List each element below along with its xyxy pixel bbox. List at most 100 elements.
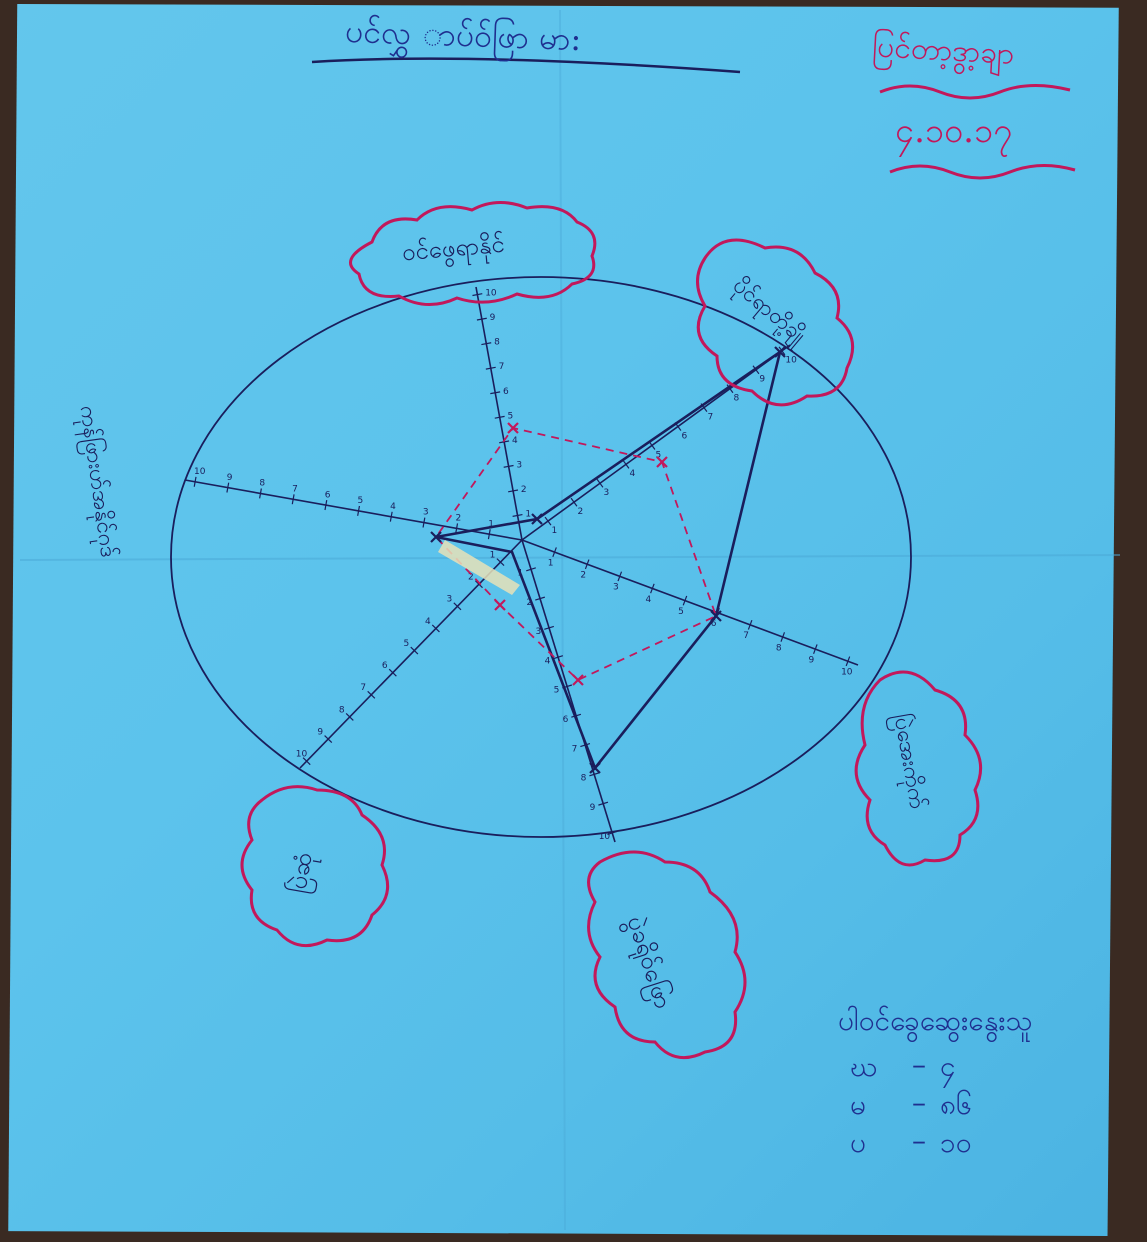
tick-mark xyxy=(552,547,557,558)
tick-label: 9 xyxy=(759,375,765,385)
tick-label: 4 xyxy=(629,469,635,479)
tick-label: 3 xyxy=(516,460,522,470)
tick-mark xyxy=(481,342,492,346)
tick-mark xyxy=(726,384,734,394)
place-underline xyxy=(879,83,1071,100)
tick-mark xyxy=(544,516,552,526)
marker xyxy=(507,422,519,434)
tick-mark xyxy=(682,595,688,606)
legend-value: ၄ xyxy=(940,1050,956,1083)
tick-mark xyxy=(474,580,483,589)
tick-label: 1 xyxy=(551,526,557,536)
tick-label: 8 xyxy=(339,705,345,715)
legend-code: ပ xyxy=(850,1126,866,1159)
tick-mark xyxy=(389,511,393,522)
fold-line xyxy=(559,9,566,1231)
tick-label: 6 xyxy=(325,490,331,500)
tick-label: 4 xyxy=(512,436,518,446)
tick-mark xyxy=(584,559,590,570)
tick-label: 1 xyxy=(548,558,554,568)
tick-mark xyxy=(226,482,230,493)
tick-label: 5 xyxy=(357,496,363,506)
tick-mark xyxy=(596,478,604,488)
tick-mark xyxy=(324,735,333,743)
tick-mark xyxy=(780,632,786,642)
tick-mark xyxy=(193,476,197,487)
tick-label: 5 xyxy=(554,686,560,696)
tick-label: 7 xyxy=(572,744,578,754)
tick-mark xyxy=(490,391,501,395)
tick-label: 7 xyxy=(360,683,366,693)
tick-mark xyxy=(453,602,462,611)
marker xyxy=(572,674,584,686)
tick-mark xyxy=(357,505,361,516)
outer-circle xyxy=(170,276,912,838)
tick-label: 6 xyxy=(503,387,509,397)
tick-label: 10 xyxy=(296,749,308,759)
legend-dash: – xyxy=(912,1048,926,1081)
tick-mark xyxy=(503,464,514,468)
tick-label: 3 xyxy=(613,583,619,593)
tick-mark xyxy=(476,317,487,321)
legend-value: ၁၀ xyxy=(940,1126,972,1159)
axis-top xyxy=(475,286,523,541)
axis-left xyxy=(184,479,523,541)
tick-mark xyxy=(485,366,496,370)
tick-label: 6 xyxy=(681,431,687,441)
tick-mark xyxy=(535,596,545,601)
bubble-right xyxy=(854,670,983,867)
tick-mark xyxy=(607,830,618,835)
tick-label: 9 xyxy=(590,803,596,813)
tick-label: 3 xyxy=(536,627,542,637)
tick-mark xyxy=(324,500,328,511)
bubble-upper-right xyxy=(696,238,855,407)
legend-value: ၈၆ xyxy=(940,1088,972,1121)
tape xyxy=(438,540,520,595)
legend-code: မ xyxy=(850,1088,866,1121)
tick-label: 4 xyxy=(390,502,396,512)
bubble-top xyxy=(349,201,597,306)
tick-mark xyxy=(345,713,354,721)
axis-label-lower-left: ပြဲဆုံ xyxy=(283,850,318,896)
tick-label: 1 xyxy=(525,509,531,519)
tick-label: 3 xyxy=(423,508,429,518)
tick-mark xyxy=(747,619,753,630)
tick-mark xyxy=(291,494,295,505)
tick-mark xyxy=(526,567,536,572)
tick-mark xyxy=(622,459,630,469)
axis-upper-right xyxy=(521,344,791,541)
tick-label: 7 xyxy=(292,484,298,494)
tick-label: 1 xyxy=(490,550,496,560)
tick-mark xyxy=(813,644,818,655)
tick-mark xyxy=(367,690,376,699)
date-label: ၄.၁၀.၁၇ xyxy=(895,111,1013,151)
tick-mark xyxy=(388,668,397,677)
marker xyxy=(494,599,506,611)
date-underline xyxy=(889,163,1076,180)
legend-dash: – xyxy=(912,1124,926,1157)
tick-label: 8 xyxy=(581,774,587,784)
tick-mark xyxy=(302,757,311,766)
tick-label: 4 xyxy=(545,656,551,666)
tick-label: 7 xyxy=(499,362,505,372)
tick-mark xyxy=(617,571,623,582)
tick-label: 7 xyxy=(743,631,749,641)
tick-label: 10 xyxy=(841,668,853,678)
tick-mark xyxy=(422,517,426,528)
tick-label: 9 xyxy=(227,473,233,483)
tick-label: 10 xyxy=(599,832,611,842)
tick-label: 2 xyxy=(521,485,527,495)
tick-label: 2 xyxy=(456,514,462,524)
tick-mark xyxy=(472,293,483,297)
legend-title: ပါဝင်ခွေဆွေးနွေးသူ xyxy=(838,1004,1033,1037)
tick-label: 3 xyxy=(603,488,609,498)
page-title: ပင်လွှ ာပ်ဝ်ဖြာ မာ: xyxy=(344,11,582,59)
tick-label: 6 xyxy=(382,661,388,671)
tick-mark xyxy=(455,523,459,534)
tick-label: 1 xyxy=(488,519,494,529)
tick-label: 9 xyxy=(317,727,323,737)
tick-label: 2 xyxy=(527,598,533,608)
axis-bottom xyxy=(521,539,616,843)
tick-label: 5 xyxy=(403,639,409,649)
